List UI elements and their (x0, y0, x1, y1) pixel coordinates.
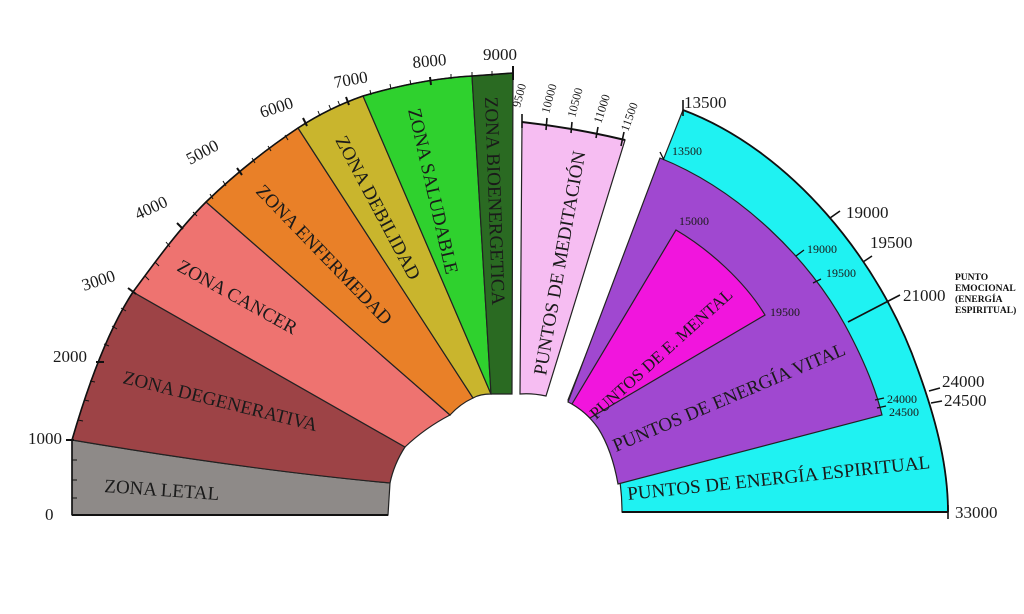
scale-label-11000: 11000 (591, 92, 613, 124)
scale-label-13500-outer: 13500 (684, 93, 727, 112)
scale-label-0: 0 (45, 505, 54, 524)
outer-right-scale-arc (682, 109, 949, 513)
right-fan: 13500 19000 19500 21000 24000 24500 3300… (567, 93, 1016, 522)
outer-right-scale-labels: 13500 19000 19500 21000 24000 24500 3300… (684, 93, 998, 522)
meditation-scale-arc (521, 121, 626, 141)
scale-label-24000-vital: 24000 (887, 392, 917, 406)
scale-label-10000: 10000 (538, 82, 559, 115)
note-line-1: PUNTO (955, 273, 988, 283)
scale-label-19500-mental: 19500 (770, 305, 800, 319)
vital-ticks (659, 151, 887, 409)
scale-label-7000: 7000 (332, 67, 369, 92)
punto-emocional-note: PUNTO EMOCIONAL (ENERGÍA ESPIRITUAL) (955, 273, 1016, 316)
left-scale-arc (71, 72, 514, 515)
scale-label-9500: 9500 (509, 82, 529, 109)
scale-label-19000-outer: 19000 (846, 203, 889, 222)
scale-label-1000: 1000 (28, 429, 62, 448)
scale-label-24500-vital: 24500 (889, 405, 919, 419)
scale-label-19500-vital: 19500 (826, 266, 856, 280)
left-minor-ticks (72, 71, 493, 499)
mental-scale-labels: 15000 19500 (679, 214, 800, 319)
puntos-energia-mental-sector (571, 229, 766, 419)
scale-label-13500-vital: 13500 (672, 144, 702, 158)
scale-label-24500-outer: 24500 (944, 391, 987, 410)
vital-scale-labels: 13500 19000 19500 24000 24500 (672, 144, 919, 419)
scale-label-4000: 4000 (132, 192, 171, 224)
scale-label-33000: 33000 (955, 503, 998, 522)
note-line-2: EMOCIONAL (955, 284, 1016, 294)
note-line-4: ESPIRITUAL) (955, 305, 1016, 316)
scale-label-19500-outer: 19500 (870, 233, 913, 252)
note-line-3: (ENERGÍA (955, 293, 1003, 305)
scale-label-11500: 11500 (618, 100, 641, 133)
meditation-ticks (521, 114, 625, 147)
scale-label-2000: 2000 (53, 347, 87, 366)
outer-right-ticks (682, 100, 949, 519)
scale-label-24000-outer: 24000 (942, 372, 985, 391)
scale-label-5000: 5000 (183, 136, 222, 169)
scale-label-21000: 21000 (903, 286, 946, 305)
left-fan: 0 1000 2000 3000 4000 5000 6000 7000 800… (28, 45, 517, 524)
left-major-ticks (66, 66, 514, 441)
scale-label-8000: 8000 (412, 50, 448, 72)
scale-label-6000: 6000 (257, 93, 295, 122)
scale-label-15000: 15000 (679, 214, 709, 228)
scale-label-10500: 10500 (564, 86, 585, 119)
scale-label-19000-vital: 19000 (807, 242, 837, 256)
scale-label-9000: 9000 (483, 45, 517, 64)
scale-label-3000: 3000 (79, 266, 117, 295)
